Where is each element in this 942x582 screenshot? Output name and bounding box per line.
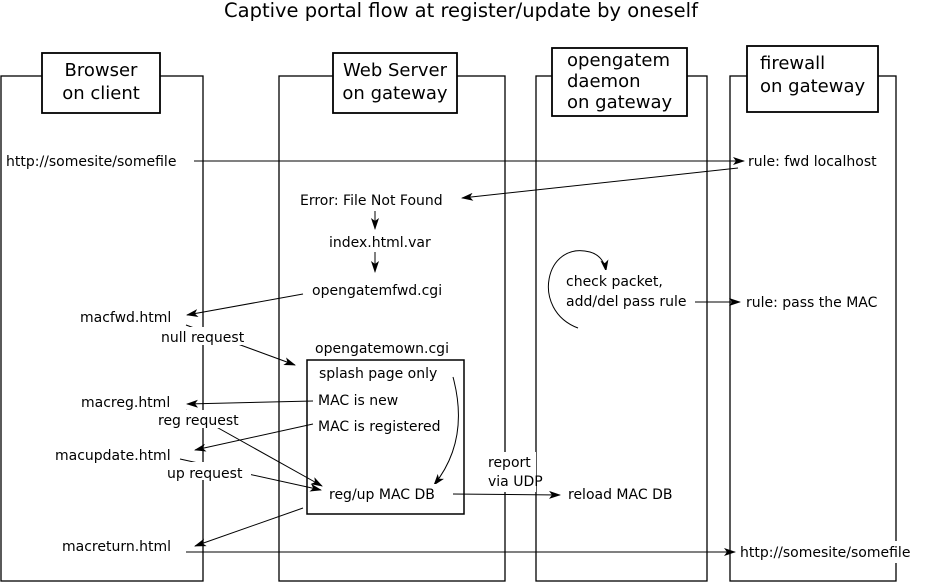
label-null-request: null request bbox=[161, 330, 245, 346]
arrow-report-udp bbox=[451, 490, 561, 499]
arrow-fw-to-error bbox=[461, 167, 739, 201]
label-add-del: add/del pass rule bbox=[566, 294, 687, 310]
browser-header-box bbox=[41, 52, 161, 114]
label-regup-db: reg/up MAC DB bbox=[329, 487, 435, 503]
label-macfwd: macfwd.html bbox=[80, 310, 171, 326]
label-own-cgi: opengatemown.cgi bbox=[315, 341, 449, 357]
diagram-title: Captive portal flow at register/update b… bbox=[224, 0, 699, 22]
label-macreturn: macreturn.html bbox=[62, 539, 171, 555]
label-mac-registered: MAC is registered bbox=[318, 419, 440, 435]
label-mac-new: MAC is new bbox=[318, 393, 398, 409]
arrow-macregistered-to-macupdate bbox=[194, 423, 314, 452]
label-up-request: up request bbox=[167, 466, 243, 482]
arrow-db-to-macreturn bbox=[194, 507, 304, 547]
label-macreg: macreg.html bbox=[81, 395, 170, 411]
label-final-url: http://somesite/somefile bbox=[740, 545, 910, 561]
label-report: report bbox=[488, 455, 531, 471]
label-macupdate: macupdate.html bbox=[55, 448, 171, 464]
label-via-udp: via UDP bbox=[488, 474, 543, 490]
label-error: Error: File Not Found bbox=[300, 193, 443, 209]
label-fwd-cgi: opengatemfwd.cgi bbox=[312, 283, 442, 299]
daemon-header-box bbox=[551, 47, 688, 117]
label-check-packet: check packet, bbox=[566, 274, 663, 290]
arrow-splash-to-db bbox=[433, 376, 459, 486]
label-reg-request: reg request bbox=[158, 413, 239, 429]
label-splash: splash page only bbox=[319, 366, 437, 382]
daemon-lane bbox=[535, 75, 708, 582]
label-request-url: http://somesite/somefile bbox=[6, 154, 176, 170]
firewall-header-box bbox=[746, 45, 879, 113]
label-rule-pass: rule: pass the MAC bbox=[746, 295, 878, 311]
label-rule-fwd: rule: fwd localhost bbox=[748, 154, 877, 170]
label-index-var: index.html.var bbox=[329, 235, 431, 251]
label-reload-db: reload MAC DB bbox=[568, 487, 672, 503]
arrow-fwdcgi-to-macfwd bbox=[186, 293, 304, 317]
loop-arrow-check bbox=[547, 250, 609, 329]
webserver-header-box bbox=[332, 52, 458, 114]
arrow-macnew-to-macreg bbox=[186, 399, 314, 408]
